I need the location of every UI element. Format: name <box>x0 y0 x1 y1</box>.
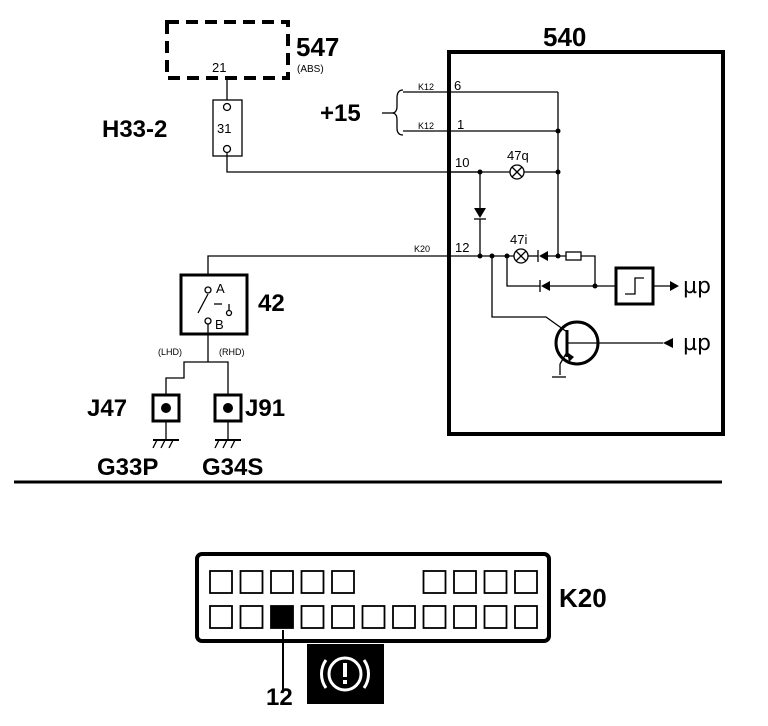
connector-pin-12-label: 12 <box>266 684 293 711</box>
lamp-47i-label: 47i <box>510 232 527 247</box>
connector-k20-label: K20 <box>559 583 607 613</box>
pin-k12-conn-a: K12 <box>418 82 434 92</box>
connector-k20-bottom-row <box>209 605 538 629</box>
connector-cavity-pin-12 <box>270 605 294 629</box>
connector-cavity <box>422 570 447 594</box>
connector-cavity <box>300 605 325 629</box>
abs-unit-number: 547 <box>296 32 339 62</box>
ground-g33p-label: G33P <box>97 454 158 481</box>
lamp-47i-icon <box>513 248 529 264</box>
resistor <box>565 251 582 261</box>
ground-g33p-icon <box>152 439 179 449</box>
lamp-47q-icon <box>509 164 525 180</box>
h33-pin-label: 31 <box>217 121 231 136</box>
ground-g34s-icon <box>214 439 241 449</box>
connector-cavity <box>514 605 538 629</box>
ground-g34s-label: G34S <box>202 454 263 481</box>
connector-cavity <box>209 570 233 594</box>
connector-cavity <box>239 570 264 594</box>
brake-warning-icon <box>307 644 384 704</box>
junction-j91-label: J91 <box>245 395 285 422</box>
pin-12-label: 12 <box>455 240 469 255</box>
abs-pin-label: 21 <box>212 60 226 75</box>
module-540-label: 540 <box>543 22 586 52</box>
supply-brace <box>391 89 404 136</box>
connector-cavity <box>422 605 447 629</box>
lamp-47q-label: 47q <box>507 148 529 163</box>
supply-label: +15 <box>320 100 361 127</box>
module-540-box <box>447 50 725 436</box>
connector-cavity <box>331 570 355 594</box>
connector-cavity <box>392 605 416 629</box>
output-mu-1: µp <box>683 274 711 299</box>
diode-icon <box>474 208 486 220</box>
connector-cavity <box>270 570 294 594</box>
output-mu-2: µp <box>683 331 711 356</box>
abs-unit-box <box>165 20 290 80</box>
variant-rhd: (RHD) <box>219 347 245 357</box>
junction-j47-label: J47 <box>87 395 127 422</box>
pin-k20-conn: K20 <box>414 244 430 254</box>
connector-cavity <box>483 570 508 594</box>
connector-cavity <box>331 605 355 629</box>
variant-lhd: (LHD) <box>158 347 182 357</box>
diode-comparator-icon <box>539 280 550 292</box>
pin-k12-conn-b: K12 <box>418 121 434 131</box>
connector-cavity <box>453 570 477 594</box>
pin-6-label: 6 <box>454 78 461 93</box>
abs-unit-name: (ABS) <box>297 64 324 75</box>
pin-10-label: 10 <box>455 155 469 170</box>
pin-1-label: 1 <box>457 117 464 132</box>
connector-k20-top-row <box>209 570 538 594</box>
switch-term-a: A <box>216 281 225 296</box>
connector-cavity <box>361 605 386 629</box>
diode-47i-icon <box>537 250 548 262</box>
switch-term-b: B <box>215 317 224 332</box>
connector-cavity <box>300 570 325 594</box>
connector-cavity <box>453 605 477 629</box>
connector-cavity <box>239 605 264 629</box>
switch-42-label: 42 <box>258 290 285 317</box>
transistor-icon <box>552 320 663 378</box>
h33-connector-label: H33-2 <box>102 116 167 143</box>
connector-cavity <box>483 605 508 629</box>
connector-cavity <box>514 570 538 594</box>
connector-cavity <box>209 605 233 629</box>
